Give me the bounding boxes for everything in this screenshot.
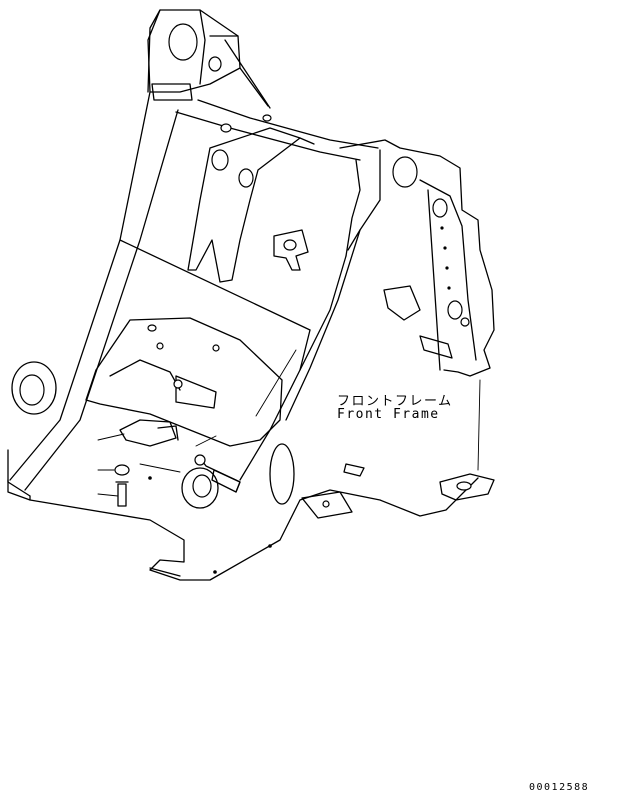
small-bracket bbox=[273, 229, 309, 271]
figure-number: 00012588 bbox=[529, 782, 590, 793]
front-frame-label-japanese: フロントフレーム bbox=[337, 394, 453, 409]
center-bracket bbox=[187, 127, 315, 283]
sensor-assembly bbox=[97, 419, 241, 507]
label-leader-line bbox=[255, 349, 297, 417]
lower-right-bracket bbox=[301, 473, 495, 519]
frame-divider bbox=[119, 239, 311, 371]
right-side-wall bbox=[239, 229, 481, 481]
front-frame-label-english: Front Frame bbox=[337, 407, 440, 422]
inner-opening bbox=[85, 317, 283, 447]
left-side-wall bbox=[7, 91, 179, 497]
right-tower bbox=[339, 139, 495, 377]
left-tower bbox=[147, 9, 271, 109]
top-cross-beam bbox=[175, 99, 379, 161]
front-pin-boss bbox=[181, 443, 365, 509]
front-bottom-plate bbox=[7, 477, 479, 581]
left-pin-boss bbox=[11, 361, 57, 415]
